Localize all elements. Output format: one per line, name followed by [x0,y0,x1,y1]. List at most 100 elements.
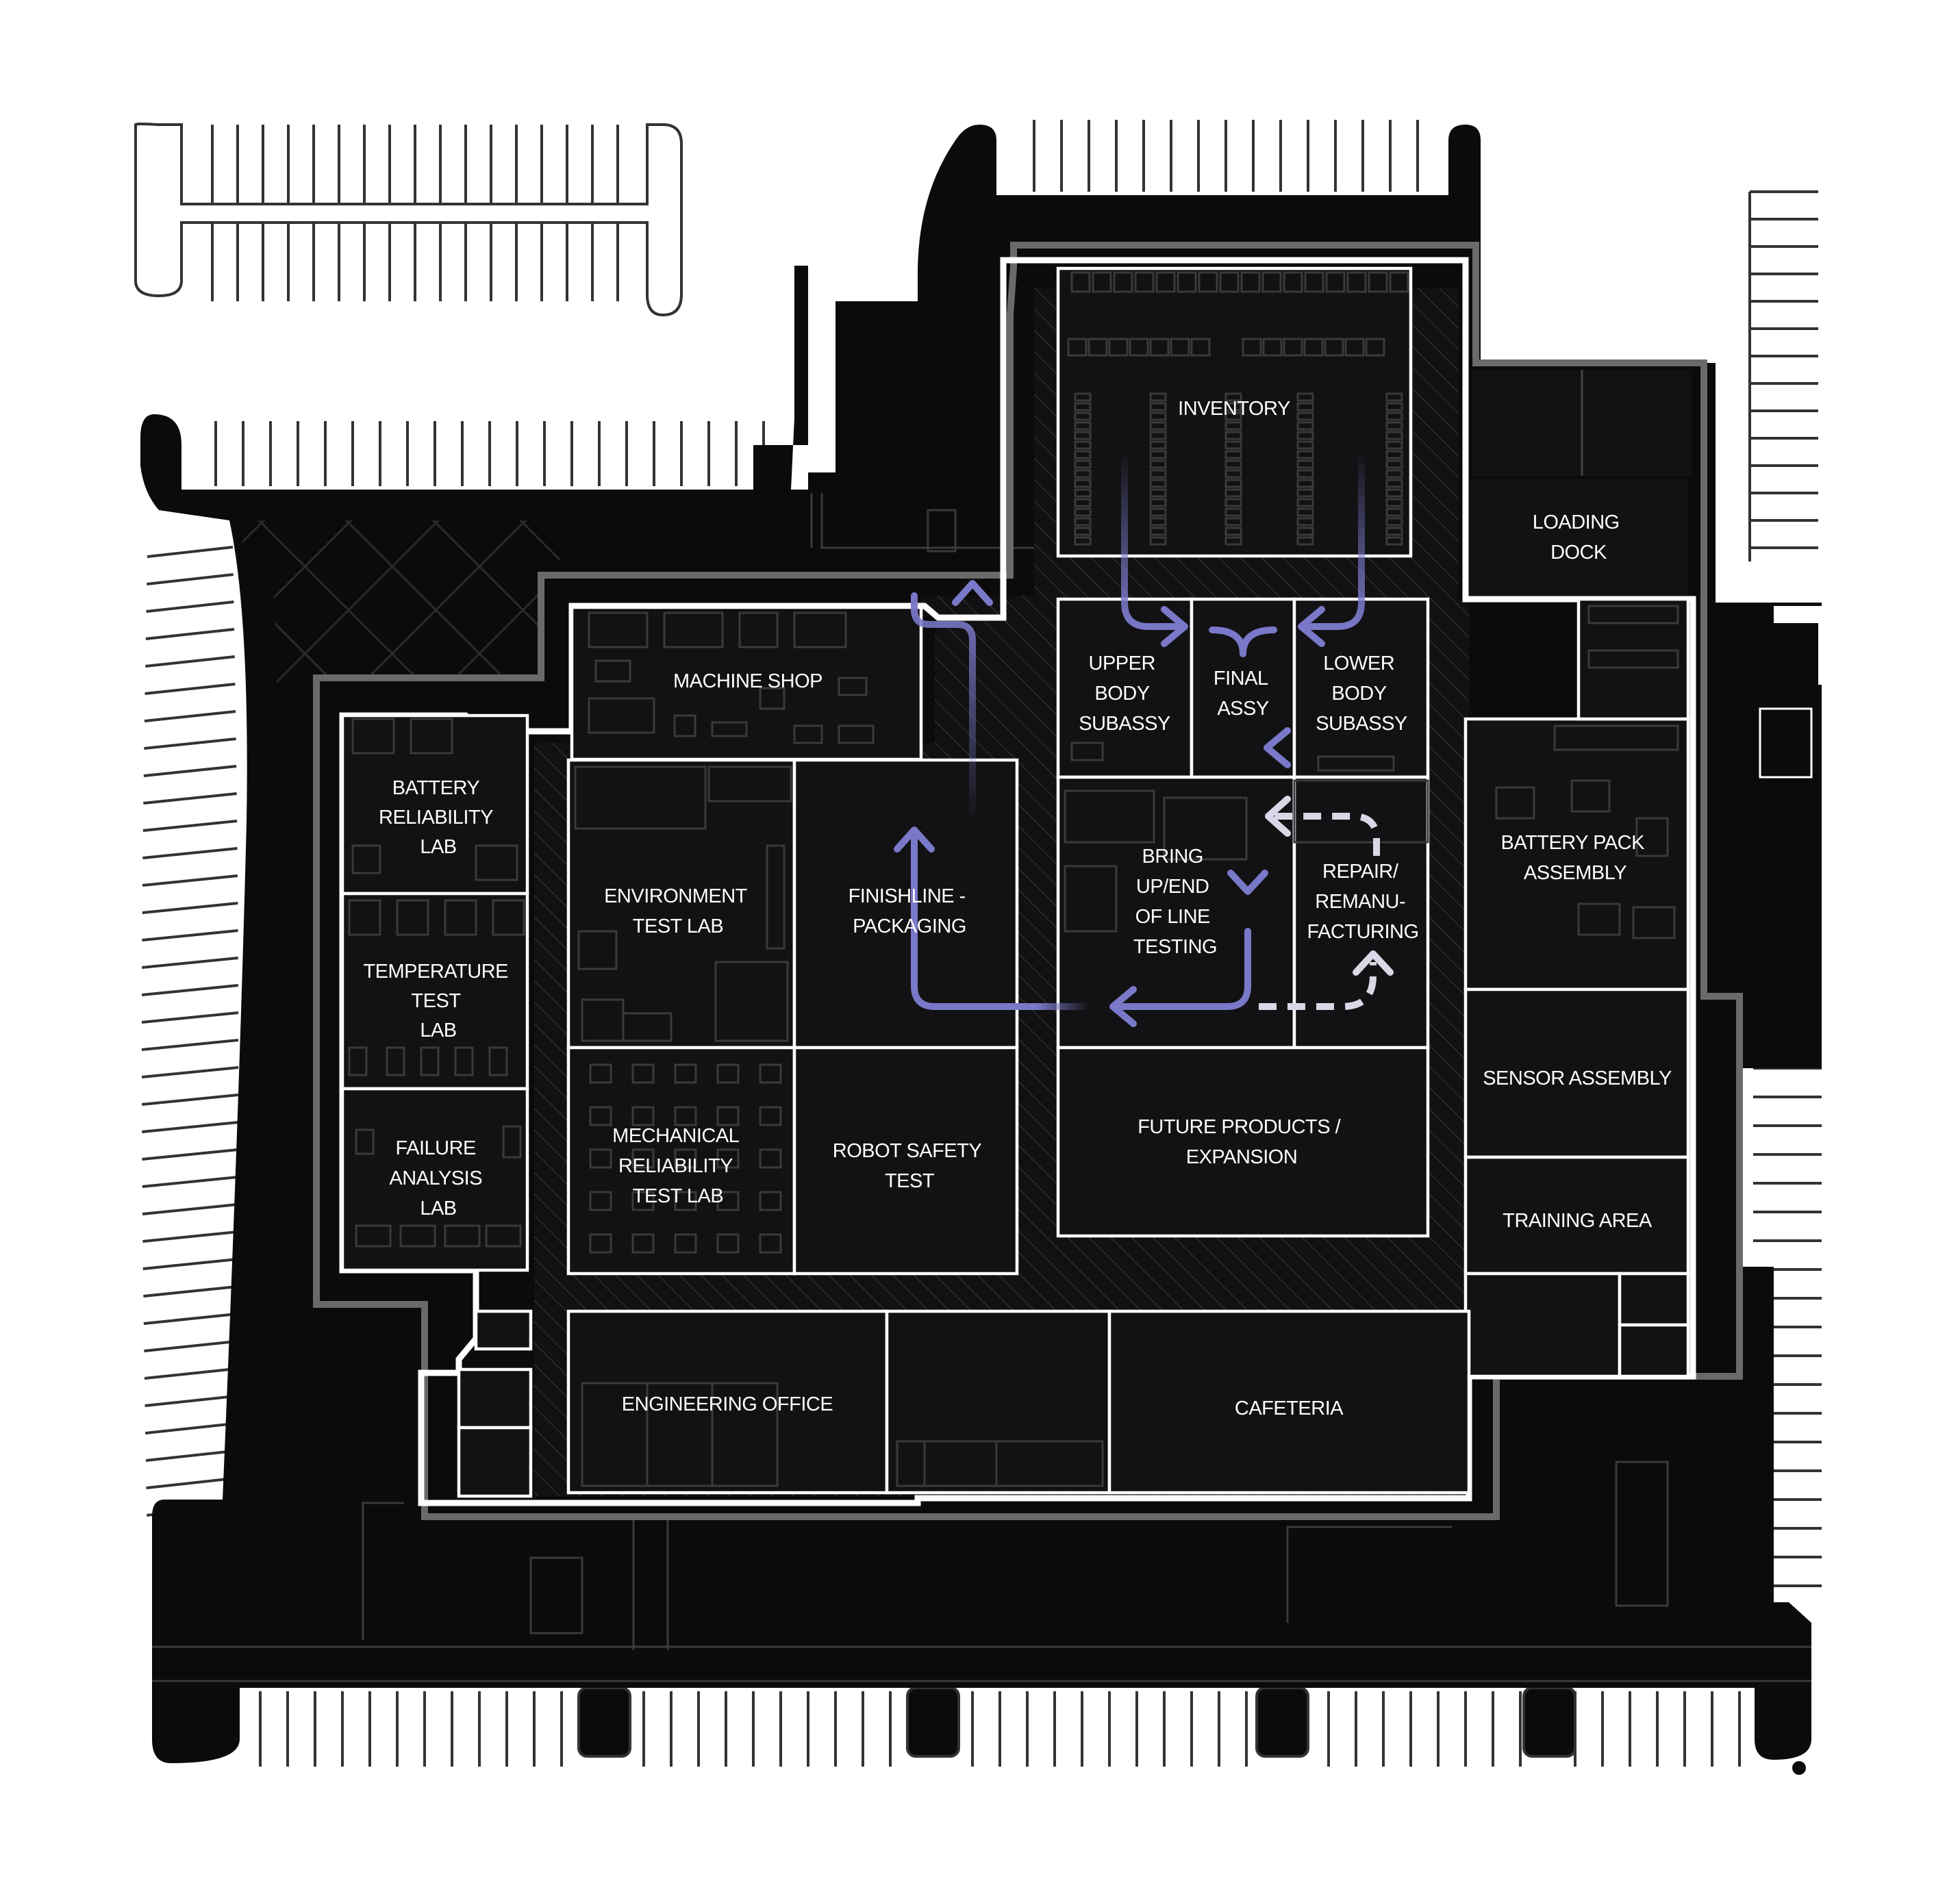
test-station [674,1148,697,1169]
outbuilding [1759,707,1813,779]
inventory-rack-slot [1149,450,1167,459]
inventory-shelf [1365,338,1385,357]
inventory-rack-slot [1224,402,1242,412]
room-future-products[interactable] [1056,1046,1430,1238]
parking-stall-line [145,655,235,668]
flow-inventory-left [1121,448,1185,630]
room-battery-pack-assembly[interactable] [1463,717,1690,991]
label-robot-safety-test: ROBOT SAFETY TEST [833,1140,987,1192]
site-marker [1792,1761,1806,1775]
room-misc-b[interactable] [1618,1272,1690,1327]
inventory-rack-slot [1074,402,1092,412]
inventory-rack-slot [1074,536,1092,546]
parking-stall-line [141,1039,239,1051]
room-loading-dock[interactable] [1469,479,1688,596]
test-station [674,1063,697,1084]
room-battery-reliability-lab[interactable] [340,713,529,896]
room-sensor-assembly[interactable] [1463,987,1690,1159]
test-station [589,1106,612,1126]
inventory-rack-slot [1074,527,1092,536]
inventory-rack-slot [1224,421,1242,431]
inventory-rack-slot [1296,431,1314,440]
flow-finishline-up-head [894,826,935,852]
room-misc-c[interactable] [1618,1323,1690,1378]
inventory-shelf [1240,271,1261,293]
inventory-shelf [1324,338,1344,357]
flow-repair-out [1274,813,1380,856]
room-finishline-packaging[interactable] [792,758,1019,1050]
room-temperature-test-lab[interactable] [340,892,529,1091]
parking-stall-line [142,929,238,942]
room-unlabeled-bottom[interactable] [885,1309,1111,1495]
test-station [631,1233,655,1254]
test-station [759,1233,782,1254]
room-robot-safety-test[interactable] [792,1046,1019,1276]
inventory-rack-slot [1224,412,1242,421]
inventory-rack-slot [1385,392,1403,402]
inventory-rack-slot [1296,498,1314,507]
room-training-area[interactable] [1463,1155,1690,1276]
label-finishline-packaging: FINISHLINE - PACKAGING [849,885,971,937]
parking-stall-line [142,820,238,832]
label-failure-analysis-lab: FAILURE ANALYSIS LAB [389,1137,487,1219]
parking-stall-line [145,1422,235,1435]
inventory-shelf [1303,338,1324,357]
test-station [716,1063,740,1084]
parking-stall-line [145,1450,235,1462]
room-misc-a[interactable] [1463,1272,1622,1378]
label-bring-up-testing: BRING UP/END OF LINE TESTING [1133,846,1217,958]
parking-lots [134,120,1822,1767]
room-stair-a [474,1309,533,1351]
label-engineering-office: ENGINEERING OFFICE [622,1393,833,1415]
inventory-shelf [1070,271,1091,293]
inventory-rack-slot [1296,488,1314,498]
parking-stall-line [146,601,234,613]
label-training-area: TRAINING AREA [1503,1210,1653,1232]
road-lines [152,493,1811,1682]
inventory-shelf [1261,271,1282,293]
inventory-rack-slot [1149,498,1167,507]
inventory-rack-slot [1296,507,1314,517]
inventory-rack-slot [1385,517,1403,527]
inventory-shelf [1113,271,1133,293]
parking-stall-line [143,792,237,805]
inventory-rack-slot [1149,469,1167,479]
test-station [631,1148,655,1169]
inventory-shelf [1108,338,1129,357]
inventory-rack-slot [1296,421,1314,431]
room-mechanical-reliability-lab[interactable] [566,1046,796,1276]
inventory-rack-slot [1074,507,1092,517]
flow-battery-pack-head [1264,727,1291,768]
inventory-rack-slot [1074,498,1092,507]
label-repair-remanufacturing: REPAIR/ REMANU- FACTURING [1307,861,1418,943]
label-environment-test-lab: ENVIRONMENT TEST LAB [604,885,752,937]
outbuilding-b [1712,623,1818,698]
inventory-rack-slot [1385,459,1403,469]
inventory-rack-slot [1296,479,1314,488]
inventory-rack-slot [1385,469,1403,479]
parking-stall-line [145,1395,236,1407]
building-outer-wall [313,242,1743,1520]
inventory-rack-slot [1385,527,1403,536]
test-station [716,1233,740,1254]
test-station [631,1106,655,1126]
room-cafeteria[interactable] [1107,1309,1471,1495]
label-battery-pack-assembly: BATTERY PACK ASSEMBLY [1501,832,1650,884]
flow-testing-head [1109,986,1137,1027]
test-station [589,1148,612,1169]
label-cafeteria: CAFETERIA [1235,1398,1344,1419]
inventory-rack-slot [1149,421,1167,431]
inventory-rack-slot [1224,488,1242,498]
inventory-rack-slot [1074,431,1092,440]
parking-stall-line [144,710,236,722]
room-labels: INVENTORY LOADING DOCK MACHINE SHOP UPPE… [363,398,1672,1419]
room-engineering-office[interactable] [566,1309,889,1495]
inventory-rack-slot [1149,392,1167,402]
parking-stall-line [141,984,239,996]
building-pillar [1255,1686,1309,1758]
process-flows [894,448,1510,1027]
inventory-rack-slot [1224,469,1242,479]
inventory-rack-slot [1296,536,1314,546]
inventory-rack-slot [1224,498,1242,507]
inventory-rack-slot [1385,440,1403,450]
